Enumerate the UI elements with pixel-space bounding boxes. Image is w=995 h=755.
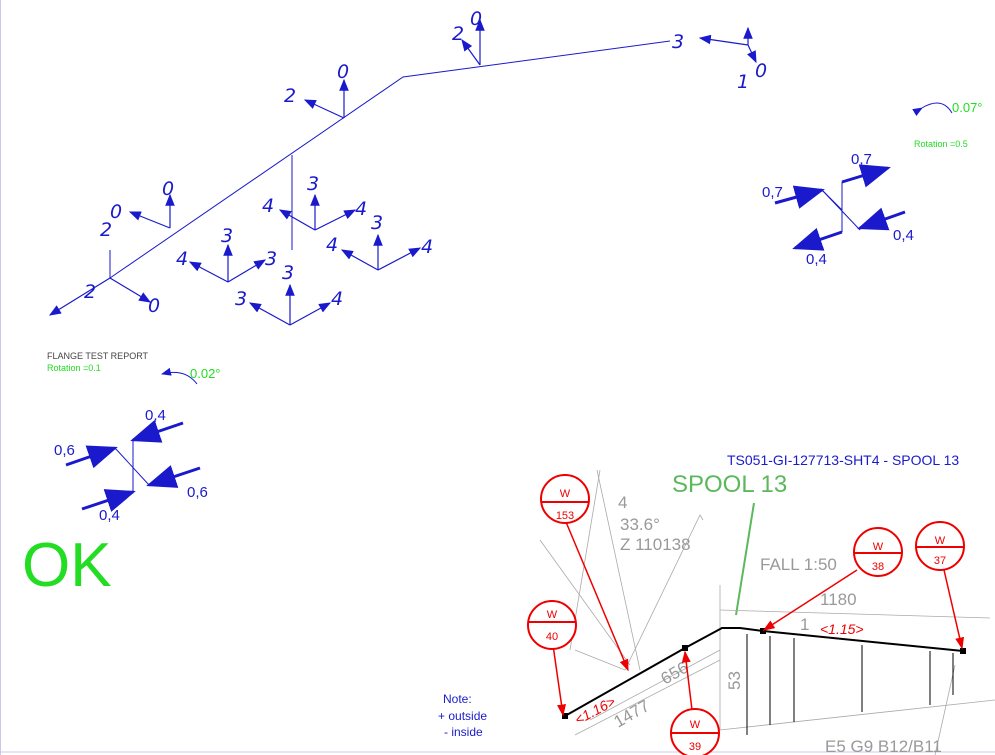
svg-text:4: 4 xyxy=(355,198,367,220)
svg-text:40: 40 xyxy=(546,631,558,643)
svg-text:W: W xyxy=(935,535,946,547)
svg-text:3: 3 xyxy=(282,262,294,284)
svg-text:153: 153 xyxy=(556,510,574,522)
spool-drawing: TS051-GI-127713-SHT4 - SPOOL 13 SPOOL 13… xyxy=(527,452,995,755)
svg-text:4: 4 xyxy=(618,493,627,512)
svg-text:0: 0 xyxy=(337,61,349,83)
svg-text:0: 0 xyxy=(755,60,767,82)
svg-text:4: 4 xyxy=(176,248,188,270)
svg-text:- inside: - inside xyxy=(444,725,483,739)
svg-text:3: 3 xyxy=(235,288,247,310)
svg-text:2: 2 xyxy=(452,23,464,45)
svg-text:39: 39 xyxy=(689,741,701,753)
weld-40 xyxy=(527,600,577,650)
isometric-pipe xyxy=(48,18,757,326)
svg-text:3: 3 xyxy=(371,212,383,234)
right-flange-diagram: 0,7 0,7 0,4 0,4 0.07° Rotation =0.5 xyxy=(762,100,983,268)
svg-text:3: 3 xyxy=(265,248,277,270)
svg-text:FLANGE TEST REPORT: FLANGE TEST REPORT xyxy=(47,351,149,361)
svg-text:FALL 1:50: FALL 1:50 xyxy=(760,555,837,574)
svg-text:TS051-GI-127713-SHT4 - SPOOL 1: TS051-GI-127713-SHT4 - SPOOL 13 xyxy=(727,452,959,468)
svg-text:53: 53 xyxy=(725,671,744,690)
svg-text:W: W xyxy=(690,719,701,731)
svg-text:4: 4 xyxy=(331,288,343,310)
svg-text:1: 1 xyxy=(737,71,749,93)
svg-text:3: 3 xyxy=(307,173,319,195)
svg-text:38: 38 xyxy=(872,561,884,573)
svg-text:W: W xyxy=(873,541,884,553)
svg-text:0.02°: 0.02° xyxy=(190,366,221,381)
svg-text:2: 2 xyxy=(284,85,296,107)
svg-text:0,4: 0,4 xyxy=(893,227,914,244)
svg-text:3: 3 xyxy=(221,225,233,247)
svg-text:0: 0 xyxy=(148,295,160,317)
svg-text:1180: 1180 xyxy=(820,590,857,609)
svg-text:Rotation =0.5: Rotation =0.5 xyxy=(914,139,968,149)
svg-text:33.6°: 33.6° xyxy=(620,515,660,534)
svg-text:0: 0 xyxy=(470,8,482,30)
svg-text:0,6: 0,6 xyxy=(54,442,75,459)
svg-text:Note:: Note: xyxy=(443,692,472,706)
svg-text:0,4: 0,4 xyxy=(806,251,827,268)
svg-text:2: 2 xyxy=(100,219,112,241)
svg-text:Rotation =0.1: Rotation =0.1 xyxy=(47,363,101,373)
svg-text:0,7: 0,7 xyxy=(762,184,783,201)
svg-text:0,7: 0,7 xyxy=(851,151,872,168)
svg-text:4: 4 xyxy=(421,236,433,258)
svg-text:W: W xyxy=(547,609,558,621)
svg-text:0.07°: 0.07° xyxy=(952,100,983,115)
weld-153 xyxy=(540,474,590,524)
svg-text:4: 4 xyxy=(262,195,274,217)
note: Note: + outside - inside xyxy=(438,692,487,739)
svg-text:0,4: 0,4 xyxy=(99,507,120,524)
svg-text:0: 0 xyxy=(162,178,174,200)
svg-text:0: 0 xyxy=(110,201,122,223)
svg-text:0,4: 0,4 xyxy=(145,407,166,424)
svg-text:+ outside: + outside xyxy=(438,709,487,723)
svg-text:1: 1 xyxy=(800,615,809,634)
svg-text:1477: 1477 xyxy=(611,696,653,731)
svg-text:3: 3 xyxy=(672,31,684,53)
svg-text:4: 4 xyxy=(326,234,338,256)
svg-text:W: W xyxy=(560,488,571,500)
svg-text:Z 110138: Z 110138 xyxy=(620,535,691,554)
svg-text:2: 2 xyxy=(84,281,96,303)
svg-text:0,6: 0,6 xyxy=(187,484,208,501)
svg-text:E5 G9 B12/B11: E5 G9 B12/B11 xyxy=(825,737,942,755)
svg-text:37: 37 xyxy=(934,555,946,567)
svg-text:<1.15>: <1.15> xyxy=(820,621,864,637)
status-ok: OK xyxy=(22,531,112,600)
left-flange-diagram: FLANGE TEST REPORT Rotation =0.1 0.02° 0… xyxy=(47,351,221,524)
svg-text:SPOOL 13: SPOOL 13 xyxy=(672,471,787,498)
